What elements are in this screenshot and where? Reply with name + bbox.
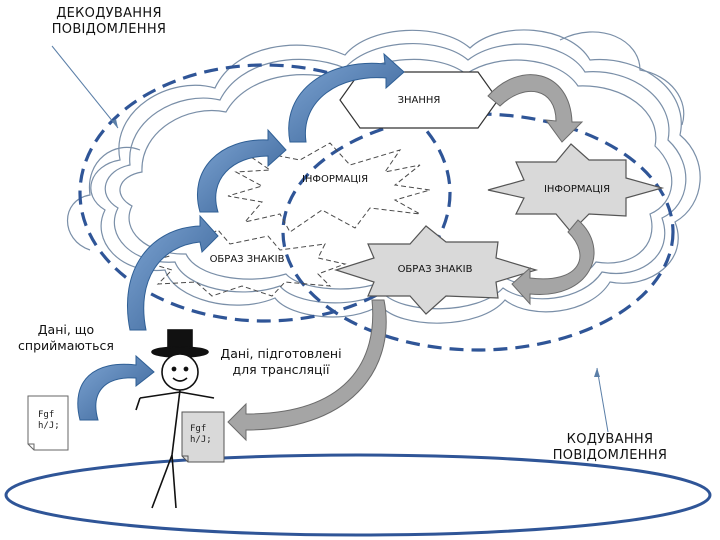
knowledge-label: ЗНАННЯ [397, 95, 441, 106]
arrow-to-info [197, 128, 287, 213]
encode-arrows [227, 74, 595, 442]
signs-right-label: ОБРАЗ ЗНАКІВ [397, 264, 473, 275]
decode-pointer-line [51, 45, 119, 129]
perceived-data-label: Дані, що сприймаються [18, 322, 114, 353]
decode-dashed-ellipse [78, 63, 452, 323]
signs-left-shape [143, 229, 347, 297]
arrow-to-knowledge [288, 52, 405, 143]
signs-right-shape [334, 225, 539, 315]
doc-right-text: Fgf h/J; [190, 424, 212, 445]
arrow-info-to-signs [511, 219, 595, 306]
prepared-data-label: Дані, підготовлені для трансляції [220, 346, 342, 377]
arrow-data-to-figure [77, 354, 155, 421]
encode-pointer-head [594, 368, 600, 377]
doc-left-paper [27, 395, 69, 451]
doc-left-text: Fgf h/J; [38, 410, 60, 431]
encode-title: КОДУВАННЯ ПОВІДОМЛЕННЯ [552, 432, 668, 464]
decode-arrows [77, 52, 405, 421]
head [161, 353, 199, 391]
info-left-shape [227, 142, 431, 233]
encode-pointer-line [596, 367, 609, 433]
info-right-label: ІНФОРМАЦІЯ [543, 184, 611, 195]
info-left-label: ІНФОРМАЦІЯ [301, 174, 369, 185]
doc-right-paper [181, 411, 225, 463]
decode-pointer-head [112, 119, 118, 128]
arrow-knowledge-to-info [487, 74, 584, 143]
arrow-signs-to-doc [227, 299, 387, 442]
signs-left-label: ОБРАЗ ЗНАКІВ [209, 254, 285, 265]
info-right-shape [487, 143, 665, 233]
knowledge-shape [339, 71, 499, 129]
decode-title: ДЕКОДУВАННЯ ПОВІДОМЛЕННЯ [51, 6, 167, 38]
arrow-to-signs [126, 214, 219, 331]
stick-figure [135, 329, 215, 509]
encode-dashed-ellipse [281, 112, 675, 352]
ground-ellipse [4, 453, 712, 537]
